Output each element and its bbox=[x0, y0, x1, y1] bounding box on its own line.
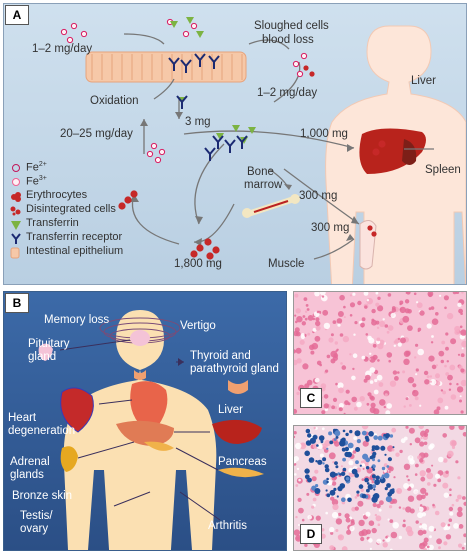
blood-loss-label: blood loss bbox=[262, 34, 314, 46]
pituitary-icon bbox=[38, 343, 53, 361]
disintegrated-icon bbox=[10, 204, 22, 222]
liver-icon bbox=[212, 419, 262, 444]
arthritis-label: Arthritis bbox=[208, 520, 247, 532]
panel-c: C bbox=[293, 291, 467, 415]
intestinal-epithelium bbox=[85, 51, 247, 83]
fe2-icon bbox=[12, 164, 20, 172]
memory-loss-label: Memory loss bbox=[44, 314, 110, 326]
intake-rate-label: 1–2 mg/day bbox=[32, 43, 93, 55]
pancreas-in-body bbox=[144, 441, 174, 451]
spleen-organ bbox=[402, 139, 417, 165]
liver-label-b: Liver bbox=[218, 404, 243, 416]
pituitary-organ bbox=[130, 330, 150, 346]
thyroid-in-body bbox=[134, 370, 146, 380]
rbc-mg-label: 1,800 mg bbox=[174, 258, 222, 270]
loss-rate-label: 1–2 mg/day bbox=[257, 87, 318, 99]
vertigo-label: Vertigo bbox=[180, 320, 216, 332]
bronze-skin-label: Bronze skin bbox=[12, 490, 73, 502]
panel-b: B Memory loss Vertigo Pituitary gland Th… bbox=[3, 291, 287, 551]
heart-icon bbox=[60, 387, 94, 433]
testis-ovary-label: Testis/ ovary bbox=[20, 510, 53, 535]
panel-a-label: A bbox=[5, 5, 29, 25]
erythrocyte-icon bbox=[10, 190, 22, 208]
marrow-label: marrow bbox=[244, 179, 283, 191]
legend-label: Transferrin receptor bbox=[26, 231, 123, 243]
liver-in-body bbox=[116, 420, 174, 446]
panel-a-figure bbox=[60, 17, 466, 284]
panel-c-label: C bbox=[300, 388, 322, 408]
oxidation-label: Oxidation bbox=[90, 95, 139, 107]
fe3-icon bbox=[12, 178, 20, 186]
pancreas-icon bbox=[218, 467, 264, 478]
panel-a: A 1–2 mg/day Sloughed cells blood loss O… bbox=[3, 3, 467, 285]
panel-b-label: B bbox=[5, 293, 29, 313]
histology-image-c bbox=[294, 292, 466, 414]
heart-organ bbox=[130, 381, 168, 434]
bone-shape bbox=[242, 194, 300, 218]
liver-label-a: Liver bbox=[411, 75, 436, 87]
panel-d: D bbox=[293, 425, 467, 551]
sloughed-cells-label: Sloughed cells bbox=[254, 20, 329, 32]
muscle-mg-label: 300 mg bbox=[311, 222, 350, 234]
receptor-icon bbox=[10, 232, 22, 250]
legend-label: Erythrocytes bbox=[26, 189, 88, 201]
adrenal-label: Adrenal glands bbox=[10, 456, 50, 481]
spleen-label: Spleen bbox=[425, 164, 461, 176]
legend-label: Transferrin bbox=[26, 217, 79, 229]
epithelium-icon bbox=[10, 246, 22, 264]
adrenal-icon bbox=[60, 446, 78, 472]
pancreas-label: Pancreas bbox=[218, 456, 267, 468]
legend-label: Disintegrated cells bbox=[26, 203, 116, 215]
three-mg-label: 3 mg bbox=[185, 116, 211, 128]
thyroid-label: Thyroid and parathyroid gland bbox=[190, 350, 279, 375]
thyroid-icon bbox=[228, 380, 248, 394]
bone-label: Bone bbox=[247, 166, 274, 178]
panel-b-figure bbox=[38, 310, 264, 550]
panel-d-label: D bbox=[300, 524, 322, 544]
liver-store-label: 1,000 mg bbox=[300, 128, 348, 140]
pituitary-label: Pituitary gland bbox=[28, 338, 70, 363]
recycle-rate-label: 20–25 mg/day bbox=[60, 128, 133, 140]
muscle-label: Muscle bbox=[268, 258, 305, 270]
marrow-mg-label: 300 mg bbox=[299, 190, 338, 202]
heart-label: Heart degeneration bbox=[8, 412, 76, 437]
transferrin-icon bbox=[10, 218, 22, 236]
legend-label: Intestinal epithelium bbox=[26, 245, 124, 257]
